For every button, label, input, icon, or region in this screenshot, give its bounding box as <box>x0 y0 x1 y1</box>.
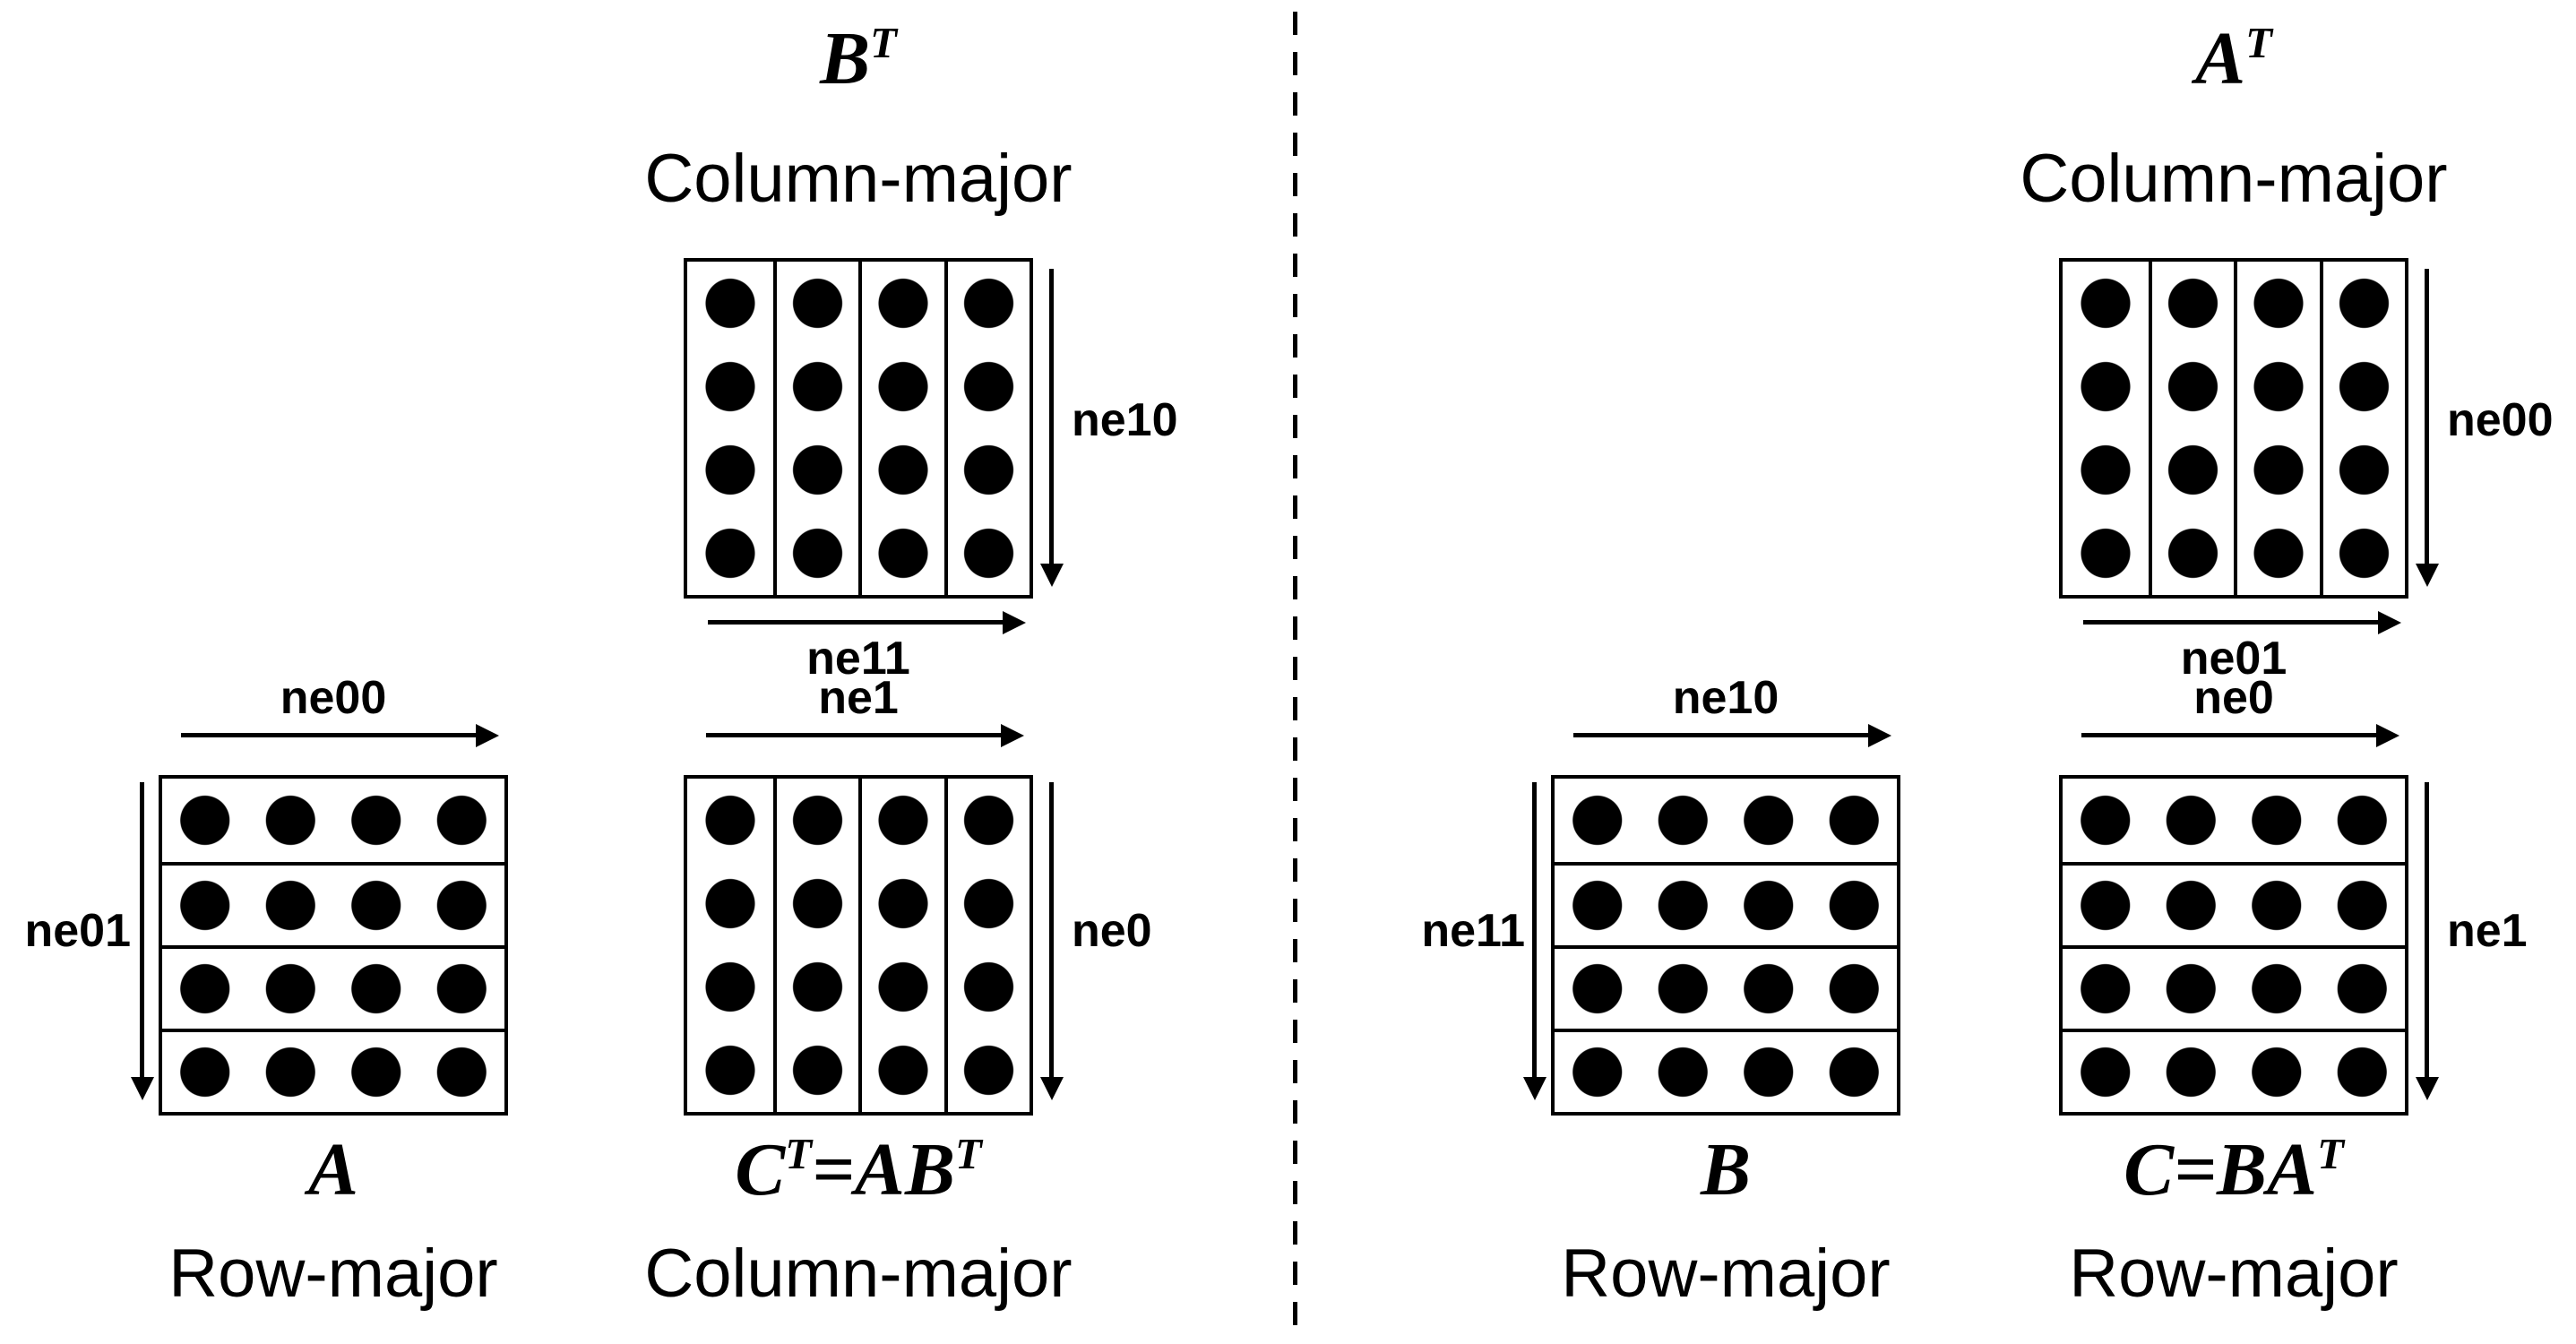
b-ne11-label: ne11 <box>1421 905 1525 957</box>
matrix-column-strip <box>687 779 773 1112</box>
at-title-superscript: T <box>2245 19 2272 67</box>
ct-layout-label: Column-major <box>644 1236 1073 1312</box>
at-matrix <box>2059 258 2408 599</box>
ct-right-arrow <box>706 724 1024 747</box>
matrix-column-strip <box>772 779 858 1112</box>
b-ne10-label: ne10 <box>1672 672 1779 724</box>
matrix-column-strip <box>943 779 1030 1112</box>
b-matrix <box>1551 775 1900 1116</box>
matrix-row-strip <box>162 779 504 862</box>
c-ne0-label: ne0 <box>2193 672 2274 724</box>
matrix-row-strip <box>162 945 504 1029</box>
a-matrix-name: A <box>159 1128 508 1211</box>
at-ne01-label: ne01 <box>2180 633 2287 685</box>
a-ne00-label: ne00 <box>280 672 387 724</box>
ct-matrix <box>684 775 1033 1116</box>
ct-name-part2: =AB <box>812 1128 955 1211</box>
b-layout-label: Row-major <box>1561 1236 1891 1312</box>
b-matrix-name: B <box>1551 1128 1900 1211</box>
ct-ne1-label: ne1 <box>818 672 899 724</box>
bt-layout-label: Column-major <box>644 141 1073 217</box>
c-name-superscript1: T <box>2317 1130 2344 1178</box>
bt-ne10-label: ne10 <box>1072 394 1178 446</box>
matrix-column-strip <box>2234 262 2320 595</box>
at-down-arrow <box>2416 269 2439 587</box>
a-matrix <box>159 775 508 1116</box>
b-name-base: B <box>1700 1128 1752 1211</box>
a-layout-label: Row-major <box>168 1236 498 1312</box>
a-down-arrow <box>131 782 154 1100</box>
bt-matrix-title: BT <box>684 17 1033 100</box>
c-name-part1: C=BA <box>2124 1128 2318 1211</box>
c-matrix <box>2059 775 2408 1116</box>
matrix-column-strip <box>687 262 773 595</box>
b-down-arrow <box>1523 782 1546 1100</box>
bt-ne11-label: ne11 <box>806 633 910 685</box>
matrix-row-strip <box>1555 862 1897 945</box>
matrix-column-strip <box>772 262 858 595</box>
matrix-row-strip <box>2063 945 2405 1029</box>
bt-title-base: B <box>820 17 871 100</box>
matrix-row-strip <box>1555 945 1897 1029</box>
bt-down-arrow <box>1040 269 1064 587</box>
bt-right-arrow <box>708 611 1026 634</box>
c-matrix-name: C=BAT <box>1985 1128 2483 1211</box>
a-name-base: A <box>307 1128 359 1211</box>
ct-name-part1: C <box>735 1128 786 1211</box>
at-ne00-label: ne00 <box>2447 394 2554 446</box>
at-right-arrow <box>2083 611 2401 634</box>
a-right-arrow <box>181 724 499 747</box>
panel-divider <box>1293 12 1297 1332</box>
at-layout-label: Column-major <box>2020 141 2448 217</box>
matrix-row-strip <box>162 1029 504 1112</box>
matrix-row-strip <box>2063 1029 2405 1112</box>
c-right-arrow <box>2081 724 2399 747</box>
matrix-row-strip <box>2063 779 2405 862</box>
b-right-arrow <box>1573 724 1891 747</box>
matrix-column-strip <box>858 262 944 595</box>
matrix-column-strip <box>943 262 1030 595</box>
c-down-arrow <box>2416 782 2439 1100</box>
matrix-row-strip <box>2063 862 2405 945</box>
ct-down-arrow <box>1040 782 1064 1100</box>
ct-ne0-label: ne0 <box>1072 905 1152 957</box>
bt-matrix <box>684 258 1033 599</box>
a-ne01-label: ne01 <box>24 905 131 957</box>
c-layout-label: Row-major <box>2069 1236 2399 1312</box>
at-title-base: A <box>2195 17 2246 100</box>
c-ne1-label: ne1 <box>2447 905 2528 957</box>
matrix-row-strip <box>1555 1029 1897 1112</box>
matrix-column-strip <box>2319 262 2405 595</box>
matrix-row-strip <box>1555 779 1897 862</box>
ct-name-superscript2: T <box>954 1130 982 1178</box>
ct-matrix-name: CT=ABT <box>609 1128 1107 1211</box>
matrix-column-strip <box>2148 262 2234 595</box>
bt-title-superscript: T <box>870 19 897 67</box>
ct-name-superscript1: T <box>785 1130 813 1178</box>
matrix-column-strip <box>858 779 944 1112</box>
matrix-column-strip <box>2063 262 2149 595</box>
at-matrix-title: AT <box>2059 17 2408 100</box>
matrix-row-strip <box>162 862 504 945</box>
